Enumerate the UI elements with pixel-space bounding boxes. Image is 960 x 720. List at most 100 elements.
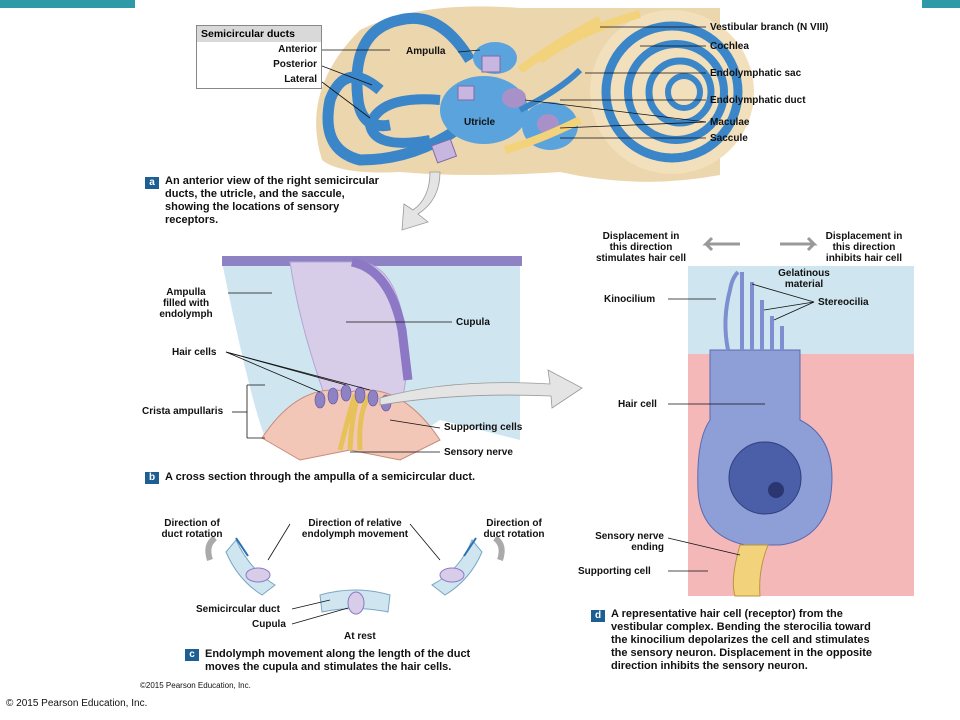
crista-3 [430, 138, 458, 164]
panel-d-caption: A representative hair cell (receptor) fr… [611, 608, 931, 673]
panel-a-caption: An anterior view of the right semicircul… [165, 175, 379, 226]
duct-movement-illustration [205, 523, 505, 625]
cupula-right [439, 567, 465, 583]
sensory-nerve-ending-line-1: Sensory nerve [595, 531, 664, 542]
cupula-edge [350, 257, 413, 381]
panel-b-tag: b [145, 472, 159, 484]
panel-d-caption-line-3: the kinocilium depolarizes the cell and … [611, 634, 870, 646]
duct-rotation-left-line-2: duct rotation [161, 529, 223, 540]
lateral-duct [364, 94, 441, 148]
arrow-stimulates [702, 236, 740, 252]
arrow-a-to-b [401, 171, 441, 231]
label-maculae: Maculae [710, 117, 750, 128]
nucleus [728, 441, 802, 515]
panel-c-copyright: ©2015 Pearson Education, Inc. [140, 681, 251, 690]
duct-rotation-right-line-1: Direction of [486, 518, 542, 529]
label-saccule: Saccule [710, 133, 748, 144]
panel-d-caption-line-1: A representative hair cell (receptor) fr… [611, 608, 843, 620]
label-vestibular-branch: Vestibular branch (N VIII) [710, 22, 829, 33]
box-item-lateral: Lateral [284, 74, 317, 85]
crista-2 [457, 85, 475, 101]
label-supporting-cells: Supporting cells [444, 422, 523, 433]
ampulla-filled-line-2: filled with [162, 298, 210, 309]
endolymphatic-duct-shape [518, 67, 583, 113]
label-crista-ampullaris: Crista ampullaris [142, 406, 224, 417]
anterior-duct [351, 12, 475, 132]
cupula-left [245, 567, 271, 583]
label-duct-rotation-left: Direction of duct rotation [152, 518, 232, 540]
displacement-left-line-3: stimulates hair cell [595, 253, 687, 264]
label-displacement-left: Displacement in this direction stimulate… [586, 231, 696, 264]
label-hair-cell: Hair cell [618, 399, 657, 410]
panel-c-caption: Endolymph movement along the length of t… [205, 648, 545, 674]
panel-d-caption-line-4: the sensory neuron. Displacement in the … [611, 647, 872, 659]
panel-c-tag: c [185, 649, 199, 661]
panel-b-caption: A cross section through the ampulla of a… [165, 471, 476, 483]
utricle-shape [440, 76, 528, 144]
duct-rotation-left-line-1: Direction of [164, 518, 220, 529]
rotation-arrow-left [205, 535, 217, 561]
displacement-right-line-3: inhibits hair cell [825, 253, 903, 264]
arrow-inhibits [780, 236, 818, 252]
label-stereocilia: Stereocilia [818, 297, 869, 308]
label-cupula-c: Cupula [252, 619, 286, 630]
gelatinous-line-2: material [784, 279, 824, 290]
label-displacement-right: Displacement in this direction inhibits … [816, 231, 912, 264]
label-semicircular-duct: Semicircular duct [196, 604, 280, 615]
arrow-b-to-d [379, 369, 583, 409]
crista-1 [481, 55, 501, 73]
panel-d-caption-line-2: vestibular complex. Bending the sterocil… [611, 621, 871, 633]
ampulla-roof [222, 256, 522, 266]
label-sensory-nerve: Sensory nerve [444, 447, 513, 458]
top-bar-left [0, 0, 135, 8]
duct-arrow-right [463, 537, 477, 557]
kinocilium-shape [723, 270, 740, 351]
label-relative-movement: Direction of relative endolymph movement [290, 518, 420, 540]
duct-arrow-left [235, 537, 249, 557]
top-bar-right [922, 0, 960, 8]
relative-movement-line-1: Direction of relative [308, 518, 402, 529]
duct-rotation-right-line-2: duct rotation [483, 529, 545, 540]
label-endolymphatic-sac: Endolymphatic sac [710, 68, 802, 79]
footer-copyright: © 2015 Pearson Education, Inc. [6, 698, 148, 709]
stereocilia-shapes [740, 272, 784, 350]
panel-d-caption-line-5: direction inhibits the sensory neuron. [611, 660, 808, 672]
macula-1 [502, 88, 526, 108]
panel-d-tag: d [591, 610, 605, 622]
label-kinocilium: Kinocilium [604, 294, 656, 305]
posterior-duct [322, 71, 474, 166]
duct-left [225, 539, 276, 596]
panel-c-caption-line-1: Endolymph movement along the length of t… [205, 648, 471, 660]
semicircular-ducts-box: Semicircular ducts Anterior Posterior La… [196, 25, 322, 89]
label-utricle: Utricle [464, 117, 496, 128]
vestibular-nerve [503, 10, 642, 154]
duct-right [431, 539, 483, 596]
gelatinous-line-1: Gelatinous [778, 268, 830, 279]
label-ampulla-filled: Ampulla filled with endolymph [144, 287, 228, 320]
ampulla-illustration [222, 256, 522, 461]
hair-cell-illustration [667, 236, 914, 597]
box-title: Semicircular ducts [197, 26, 321, 42]
panel-c-caption-line-2: moves the cupula and stimulates the hair… [205, 661, 452, 673]
panel-a-tag: a [145, 177, 159, 189]
relative-movement-line-2: endolymph movement [301, 529, 409, 540]
ampulla-filled-line-3: endolymph [159, 309, 213, 320]
inner-ear-illustration [316, 6, 754, 182]
ampulla-filled-line-1: Ampulla [166, 287, 206, 298]
label-at-rest: At rest [344, 631, 376, 642]
label-endolymphatic-duct: Endolymphatic duct [710, 95, 806, 106]
label-gelatinous-material: Gelatinous material [772, 268, 836, 290]
label-sensory-nerve-ending: Sensory nerve ending [578, 531, 664, 553]
cochlea-shape [590, 10, 754, 174]
label-cochlea: Cochlea [710, 41, 749, 52]
cupula-center [347, 591, 365, 615]
box-item-anterior: Anterior [278, 44, 317, 55]
label-cupula-b: Cupula [456, 317, 490, 328]
sensory-nerve-ending-line-2: ending [631, 542, 664, 553]
label-hair-cells: Hair cells [172, 347, 217, 358]
label-duct-rotation-right: Direction of duct rotation [474, 518, 554, 540]
nucleolus [768, 482, 784, 498]
label-supporting-cell: Supporting cell [578, 566, 651, 577]
nerve-ending [732, 544, 769, 597]
